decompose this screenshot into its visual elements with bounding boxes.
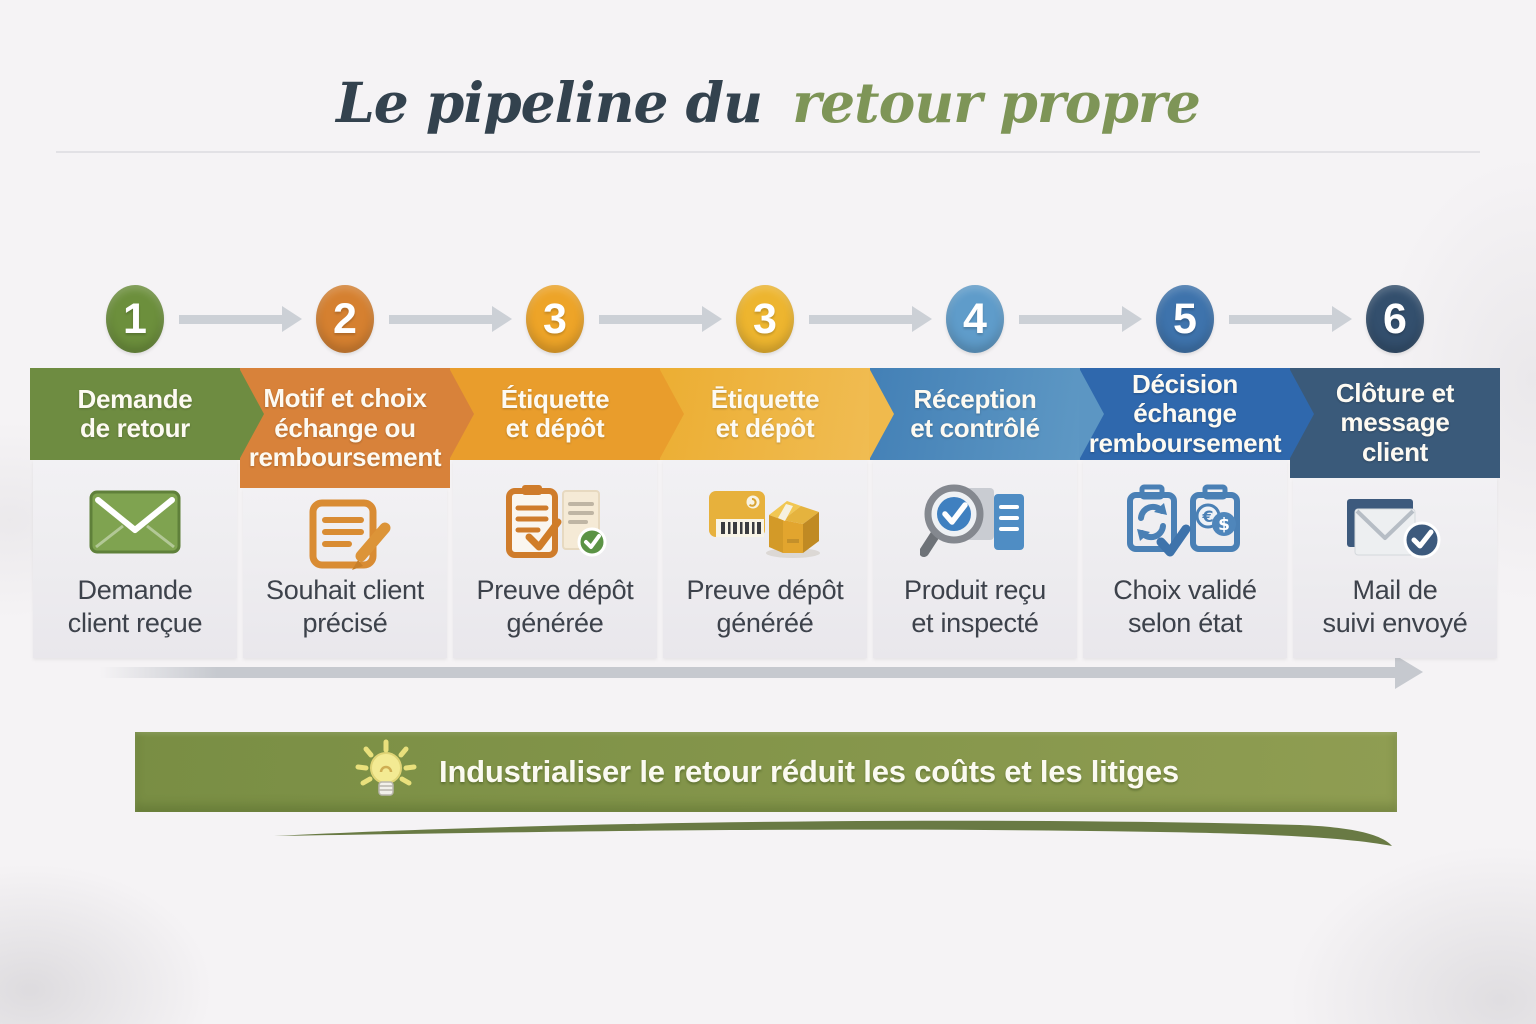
circle-cell-5: 4 xyxy=(870,285,1142,355)
band-line: Ētiquette xyxy=(710,383,820,414)
step-card: Souhait client précisé xyxy=(243,488,447,658)
band-line: échange ou xyxy=(274,412,416,443)
mail-icon xyxy=(33,460,237,574)
step-band: Décision échange remboursement xyxy=(1080,368,1314,460)
flow-arrow-icon xyxy=(599,306,722,332)
step-band: Réception et contrôlé xyxy=(870,368,1104,460)
circle-cell-2: 2 xyxy=(240,285,512,355)
title-highlight: retour propre xyxy=(792,70,1201,135)
step-band: Motif et choix échange ou remboursement xyxy=(240,368,474,489)
band-line: remboursement xyxy=(248,441,442,472)
mail-check-icon xyxy=(1293,478,1497,574)
band-line: Étiquette xyxy=(500,383,610,414)
step-caption: Mail de suivi envoyé xyxy=(1293,574,1497,658)
svg-text:$: $ xyxy=(1218,515,1230,535)
lightbulb-icon xyxy=(355,739,417,796)
step-band: Étiquette et dépôt xyxy=(450,368,684,460)
exchange-refund-icon: € $ xyxy=(1083,460,1287,574)
step-caption: Demande client reçue xyxy=(33,574,237,658)
step-card: Preuve dépôt générée xyxy=(453,460,657,658)
step-card: Preuve dépôt généréé xyxy=(663,460,867,658)
title-prefix: Le pipeline du xyxy=(336,70,763,135)
step-card: Demande client reçue xyxy=(33,460,237,658)
circle-cell-4: 3 xyxy=(660,285,932,355)
step-number-badge: 6 xyxy=(1366,285,1424,353)
band-line: de retour xyxy=(80,413,190,443)
flow-arrow-icon xyxy=(389,306,512,332)
caption-line: Preuve dépôt xyxy=(476,575,634,606)
timeline-arrow xyxy=(100,655,1423,689)
step-caption: Preuve dépôt générée xyxy=(453,574,657,658)
step-number-badge: 3 xyxy=(526,285,584,353)
inspect-magnifier-icon xyxy=(873,460,1077,574)
insight-banner: Industrialiser le retour réduit les coût… xyxy=(135,732,1397,812)
step-band: Ētiquette et dépôt xyxy=(660,368,894,460)
step-column-4: Ētiquette et dépôt xyxy=(660,368,894,658)
band-line: client xyxy=(1361,436,1429,467)
caption-line: générée xyxy=(506,608,604,639)
flow-arrow-icon xyxy=(1019,306,1142,332)
band-line: Décision échange xyxy=(1132,369,1238,429)
band-line: message xyxy=(1340,407,1450,438)
caption-line: suivi envoyé xyxy=(1322,608,1468,639)
band-line: Motif et choix xyxy=(263,383,427,414)
caption-line: Souhait client xyxy=(266,575,424,606)
note-pencil-icon xyxy=(243,488,447,574)
band-line: et dépôt xyxy=(505,413,605,443)
caption-line: Produit reçu xyxy=(904,575,1046,606)
step-column-1: Demande de retour Demande client reçue xyxy=(30,368,264,658)
step-column-7: Clôture et message client Mail de su xyxy=(1290,368,1500,658)
band-line: et contrôlé xyxy=(910,413,1040,443)
band-line: Clôture et xyxy=(1335,378,1455,409)
page-title: Le pipeline du retour propre xyxy=(0,70,1536,135)
circle-cell-7: 6 xyxy=(1290,285,1500,355)
caption-line: selon état xyxy=(1127,608,1243,639)
banner-text: Industrialiser le retour réduit les coût… xyxy=(439,754,1179,789)
flow-arrow-icon xyxy=(179,306,302,332)
step-number-badge: 4 xyxy=(946,285,1004,353)
title-divider xyxy=(56,151,1480,153)
step-caption: Choix validé selon état xyxy=(1083,574,1287,658)
caption-line: Mail de xyxy=(1352,575,1438,606)
step-band: Clôture et message client xyxy=(1290,368,1500,478)
caption-line: Choix validé xyxy=(1113,575,1257,606)
step-number-badge: 1 xyxy=(106,285,164,353)
step-number-badge: 2 xyxy=(316,285,374,353)
step-column-6: Décision échange remboursement xyxy=(1080,368,1314,658)
step-caption: Produit reçu et inspecté xyxy=(873,574,1077,658)
caption-line: Preuve dépôt xyxy=(686,575,844,606)
step-caption: Souhait client précisé xyxy=(243,574,447,658)
step-caption: Preuve dépôt généréé xyxy=(663,574,867,658)
caption-line: et inspecté xyxy=(911,608,1039,639)
clipboard-check-icon xyxy=(453,460,657,574)
circle-cell-3: 3 xyxy=(450,285,722,355)
step-number-badge: 3 xyxy=(736,285,794,353)
step-number-badge: 5 xyxy=(1156,285,1214,353)
band-line: et dépôt xyxy=(715,413,815,443)
band-line: Demande xyxy=(77,383,193,414)
circle-cell-6: 5 xyxy=(1080,285,1352,355)
step-circles-row: 1 2 3 3 4 5 6 xyxy=(30,285,1500,355)
step-card: Produit reçu et inspecté xyxy=(873,460,1077,658)
band-line: Réception xyxy=(913,383,1037,414)
caption-line: client reçue xyxy=(67,608,203,639)
caption-line: Demande xyxy=(77,575,193,606)
svg-text:€: € xyxy=(1201,507,1213,526)
step-card: Mail de suivi envoyé xyxy=(1293,478,1497,658)
step-column-2: Motif et choix échange ou remboursement xyxy=(240,368,474,658)
step-column-3: Étiquette et dépôt xyxy=(450,368,684,658)
step-column-5: Réception et contrôlé xyxy=(870,368,1104,658)
step-band: Demande de retour xyxy=(30,368,264,460)
caption-line: généréé xyxy=(716,608,814,639)
pipeline-columns: Demande de retour Demande client reçue xyxy=(30,368,1500,658)
banner-swoosh xyxy=(274,820,1392,846)
step-card: € $ Choix validé selon état xyxy=(1083,460,1287,658)
caption-line: précisé xyxy=(302,608,388,639)
timeline-arrowhead-icon xyxy=(1395,655,1423,689)
flow-arrow-icon xyxy=(1229,306,1352,332)
band-line: remboursement xyxy=(1088,427,1282,458)
label-box-icon xyxy=(663,460,867,574)
flow-arrow-icon xyxy=(809,306,932,332)
circle-cell-1: 1 xyxy=(30,285,302,355)
